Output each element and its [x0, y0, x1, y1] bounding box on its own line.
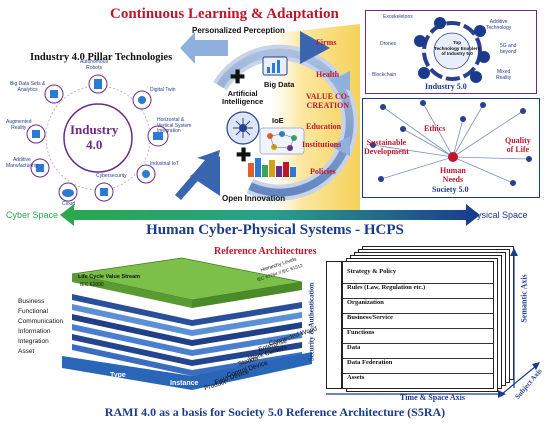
pillar-ar: Augmented Reality: [6, 119, 32, 131]
pillar-big-data: Big Data Sets & Analytics: [10, 81, 46, 93]
node-exoskeletons: Exoskeletons: [383, 14, 413, 20]
industry40-title: Industry 4.0 Pillar Technologies: [30, 52, 173, 63]
human-needs-label: Human Needs: [440, 166, 466, 184]
firms-label: Firms: [316, 38, 337, 47]
node-drones: Drones: [380, 41, 397, 47]
quality-of-life-label: Quality of Life: [505, 136, 531, 154]
rami-slab: [72, 334, 302, 366]
s5ra-row-organization: Organization: [343, 298, 493, 306]
rami-layer-communication: Communication: [18, 318, 64, 325]
industry40-pillars: [26, 74, 169, 202]
cyber-space-label: Cyber Space: [6, 210, 59, 220]
rami-layer-business: Business: [18, 298, 45, 305]
s5ra-row-business: Business/Service: [343, 313, 493, 321]
pillar-additive: Additive Manufacturing: [6, 157, 38, 169]
rami-layer-information: Information: [18, 328, 51, 335]
ethics-label: Ethics: [424, 124, 446, 133]
rami-slab: [72, 304, 302, 336]
city-icon: [248, 158, 296, 177]
s5ra-row-assets: Assets: [343, 373, 493, 381]
ai-label: Artificial Intelligence: [222, 89, 264, 106]
rami-layer-asset: Asset: [18, 348, 35, 355]
pillar-integration: Horizontal & Vertical System Integration: [157, 117, 192, 134]
institutions-label: Institutions: [302, 140, 342, 149]
s5ra-front-card: Strategy & Policy Rules (Law, Regulation…: [342, 261, 494, 389]
s5ra-stack: Strategy & Policy Rules (Law, Regulation…: [320, 246, 520, 392]
sustainable-dev-label: Sustainable Development: [364, 138, 409, 156]
lifecycle-label: Life Cycle Value Stream: [78, 274, 141, 280]
node-mixed-reality: Mixed Reality: [496, 69, 512, 81]
ioe-label: IoE: [272, 116, 284, 125]
security-band: [326, 261, 342, 389]
society50-label: Society 5.0: [432, 185, 469, 194]
rami-instance-label: Instance: [170, 380, 199, 387]
health-label: Health: [316, 70, 340, 79]
industry50-center: Top Technology Enablers of Industry 5.0: [434, 40, 481, 56]
iec-label: IEC 62890: [80, 282, 104, 288]
s5ra-row-strategy: Strategy & Policy: [347, 268, 397, 275]
rami-layer-integration: Integration: [18, 338, 49, 345]
s5ra-row-data: Data: [343, 343, 493, 351]
society50-network: [370, 100, 532, 186]
open-innovation-arrow-icon: [175, 150, 220, 200]
open-innovation-label: Open Innovation: [222, 194, 286, 203]
rami-slab: [72, 344, 302, 376]
rami-slab: [72, 314, 302, 346]
bottom-title: RAMI 4.0 as a basis for Society 5.0 Refe…: [104, 405, 446, 419]
rami-layer-functional: Functional: [18, 308, 48, 315]
education-label: Education: [306, 122, 342, 131]
pillar-cybersecurity: Cybersecurity: [96, 173, 127, 179]
personalized-arrow-icon: [180, 32, 228, 64]
s5ra-row-rules: Rules (Law, Regulation etc.): [343, 283, 493, 291]
industry50-label: Industry 5.0: [425, 82, 467, 91]
reference-architectures-title: Reference Architectures: [214, 246, 317, 257]
industry40-center: Industry 4.0: [70, 122, 119, 152]
rami-cube: [62, 257, 312, 390]
big-data-label: Big Data: [264, 80, 295, 89]
ioe-network-icon: [259, 127, 305, 155]
value-cocreation-label: VALUE CO- CREATION: [306, 92, 350, 110]
industry50-ring: [414, 17, 490, 83]
plus-icon: ✚: [230, 67, 246, 87]
pillar-cloud: Cloud: [62, 201, 76, 207]
ai-brain-icon: [226, 111, 260, 145]
hcps-title: Human Cyber-Physical Systems - HCPS: [146, 222, 404, 238]
semantic-axis-label: Semantic Axis: [519, 274, 529, 323]
pillar-autonomous-robots: Autonomous Robots: [80, 59, 109, 71]
policies-label: Policies: [310, 167, 336, 176]
cycle-arrow-top-icon: [300, 31, 330, 64]
big-data-icon: [262, 56, 288, 76]
plus-icon-2: ✚: [236, 145, 252, 165]
security-auth-label: Security & Authentication: [307, 282, 316, 362]
top-title: Continuous Learning & Adaptation: [110, 6, 339, 22]
rami-slab: [72, 294, 302, 326]
s5ra-axes: [326, 248, 540, 398]
cyber-physical-arrow: [60, 204, 480, 226]
physical-space-label: Physical Space: [466, 210, 528, 220]
node-5g: 5G and beyond: [500, 43, 517, 55]
node-additive-tech: Additive Technology: [486, 19, 512, 31]
s5ra-row-functions: Functions: [343, 328, 493, 336]
pillar-industrial-iot: Industrial IoT: [150, 161, 179, 167]
time-space-axis-label: Time & Space Axis: [400, 393, 465, 402]
rami-slab: [72, 324, 302, 356]
s5ra-row-data-federation: Data Federation: [343, 358, 493, 366]
personalized-perception-label: Personalized Perception: [192, 26, 285, 35]
rami-type-label: Type: [110, 372, 126, 379]
node-blockchain: Blockchain: [372, 72, 397, 78]
pillar-digital-twin: Digital Twin: [150, 87, 176, 93]
